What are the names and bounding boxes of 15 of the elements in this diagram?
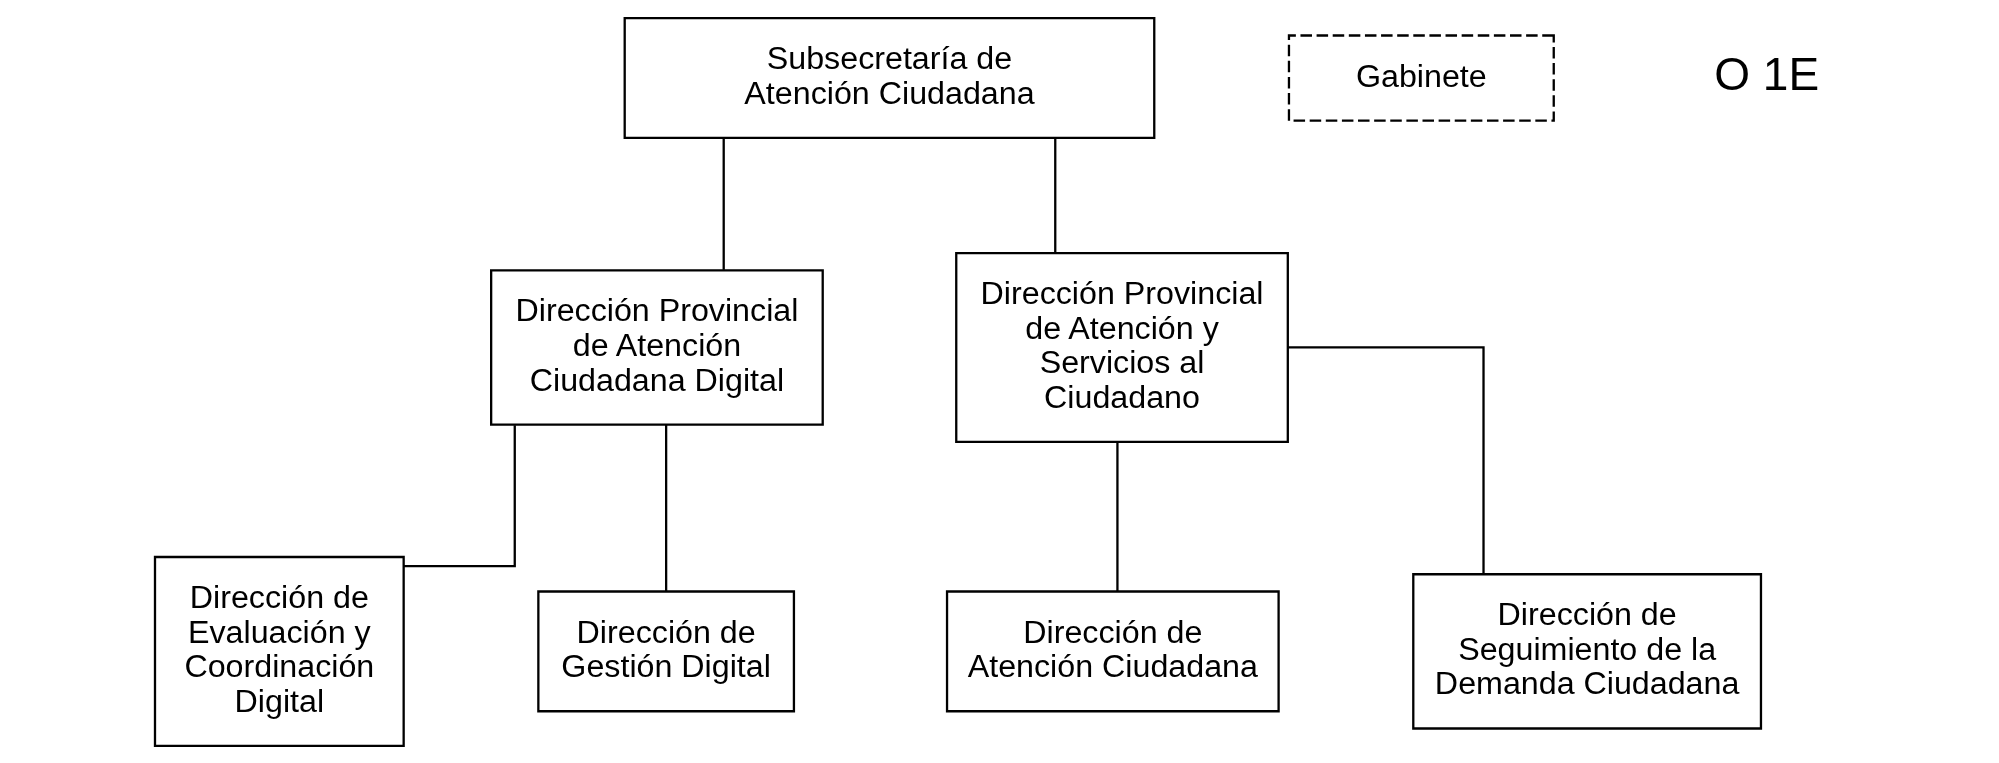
node-box: Dirección de Gestión Digital	[536, 589, 795, 712]
node-box: Gabinete	[1287, 33, 1555, 122]
node-box: Dirección de Seguimiento de la Demanda Ciudadana	[1411, 572, 1762, 730]
label: O 1E	[1713, 47, 1819, 100]
connector	[722, 138, 725, 270]
connector	[1287, 345, 1485, 574]
node-box: Dirección Provincial de Atención Ciudadana Digital	[489, 268, 824, 426]
connector	[664, 424, 667, 591]
node-box: Dirección Provincial de Atención y Servicios al Ciudadano	[954, 251, 1289, 443]
connector	[1115, 441, 1119, 591]
node-box: Dirección de Evaluación y Coordinación Digital	[153, 555, 405, 747]
node-box: Dirección de Atención Ciudadana	[945, 589, 1280, 712]
node-box: Subsecretaría de Atención Ciudadana	[623, 16, 1155, 139]
connector	[403, 424, 516, 567]
connector	[1053, 138, 1056, 252]
